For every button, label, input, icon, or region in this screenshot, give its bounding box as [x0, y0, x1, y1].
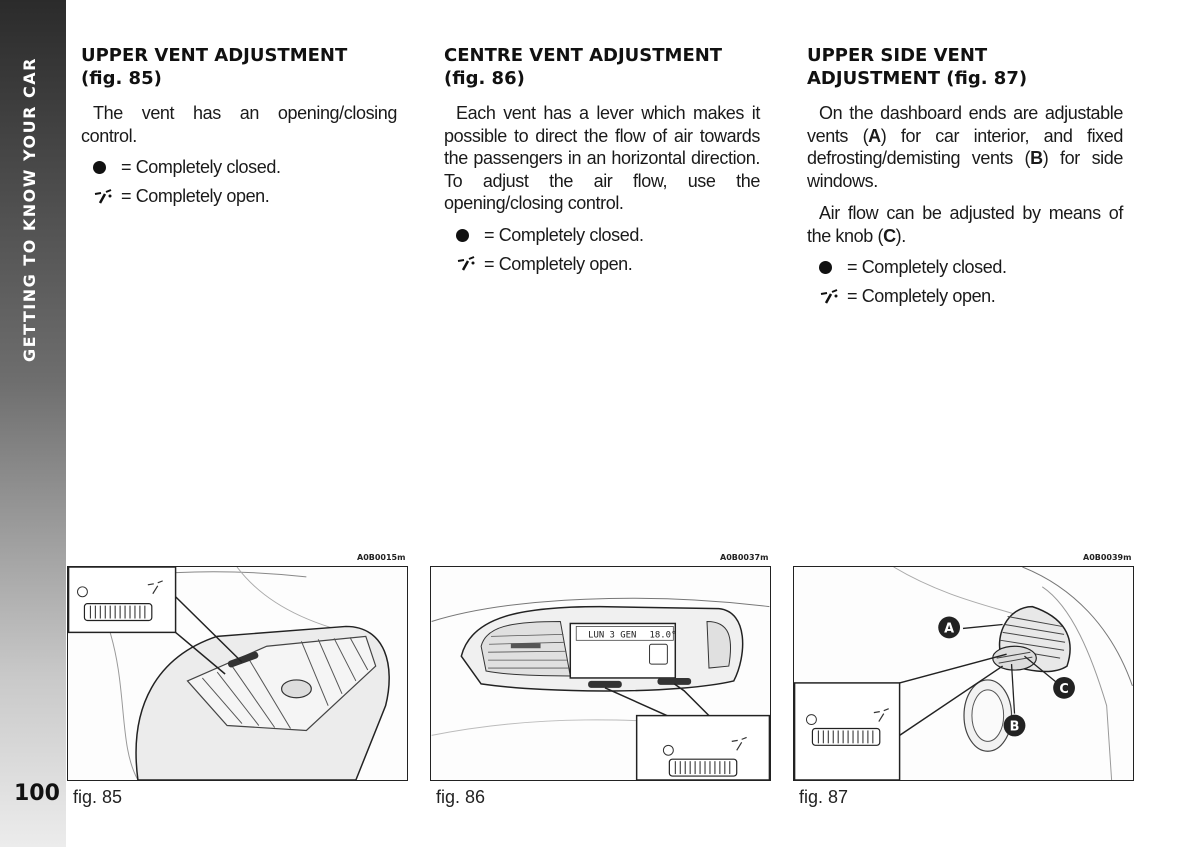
centre-vent-section: CENTRE VENT ADJUSTMENT (fig. 86) Each ve…: [444, 44, 760, 283]
heading-line: UPPER VENT ADJUSTMENT: [81, 45, 348, 66]
closed-dot-icon: [93, 161, 121, 174]
open-legend: = Completely open.: [819, 286, 1123, 307]
figure-87-illustration: A B C: [793, 566, 1134, 781]
legend-text: = Completely closed.: [121, 157, 281, 177]
callout-b-label: B: [1010, 719, 1020, 734]
callout-a-label: A: [944, 621, 954, 636]
airflow-open-icon: [819, 288, 847, 306]
figure-caption: fig. 86: [436, 787, 486, 807]
closed-dot-icon: [456, 228, 484, 242]
body-paragraph: Each vent has a lever which makes it pos…: [444, 103, 760, 213]
legend-text: = Completely open.: [484, 253, 633, 274]
figure-86-illustration: LUN 3 GEN 18.0°: [430, 566, 771, 781]
open-legend: = Completely open.: [93, 186, 397, 207]
heading-line: (fig. 86): [444, 68, 525, 89]
section-heading: UPPER SIDE VENT ADJUSTMENT (fig. 87): [807, 44, 1123, 90]
page-number: 100: [14, 781, 60, 806]
closed-legend: = Completely closed.: [456, 225, 760, 246]
upper-side-vent-section: UPPER SIDE VENT ADJUSTMENT (fig. 87) On …: [807, 44, 1123, 315]
figure-caption: fig. 87: [799, 787, 849, 807]
closed-legend: = Completely closed.: [93, 157, 397, 178]
legend-text: = Completely open.: [121, 186, 270, 206]
heading-line: UPPER SIDE VENT: [807, 45, 988, 66]
airflow-open-icon: [93, 188, 121, 206]
section-heading: UPPER VENT ADJUSTMENT (fig. 85): [81, 44, 397, 90]
upper-vent-section: UPPER VENT ADJUSTMENT (fig. 85) The vent…: [81, 44, 397, 215]
closed-legend: = Completely closed.: [819, 257, 1123, 278]
section-sidebar: GETTING TO KNOW YOUR CAR: [0, 0, 66, 847]
legend-text: = Completely open.: [847, 286, 996, 306]
body-paragraph: The vent has an opening/closing control.: [81, 103, 397, 146]
figure-code: A0B0037m: [720, 553, 769, 562]
section-title: GETTING TO KNOW YOUR CAR: [20, 57, 39, 362]
display-date-text: LUN 3 GEN: [588, 630, 636, 640]
figure-code: A0B0015m: [357, 553, 406, 562]
section-heading: CENTRE VENT ADJUSTMENT (fig. 86): [444, 44, 760, 90]
body-paragraph: On the dashboard ends are adjustable ven…: [807, 103, 1123, 191]
figure-code: A0B0039m: [1083, 553, 1132, 562]
open-legend: = Completely open.: [456, 254, 760, 275]
legend-text: = Completely closed.: [847, 257, 1007, 277]
figure-caption: fig. 85: [73, 787, 123, 807]
heading-line: ADJUSTMENT (fig. 87): [807, 68, 1028, 89]
heading-line: CENTRE VENT ADJUSTMENT: [444, 45, 723, 66]
display-temp-text: 18.0°: [650, 630, 677, 640]
body-paragraph: Air flow can be adjusted by means of the…: [807, 203, 1123, 246]
callout-c-label: C: [1059, 682, 1068, 697]
closed-dot-icon: [819, 261, 847, 274]
airflow-open-icon: [456, 255, 484, 273]
figure-85-illustration: [67, 566, 408, 781]
heading-line: (fig. 85): [81, 68, 162, 89]
legend-text: = Completely closed.: [484, 224, 644, 245]
